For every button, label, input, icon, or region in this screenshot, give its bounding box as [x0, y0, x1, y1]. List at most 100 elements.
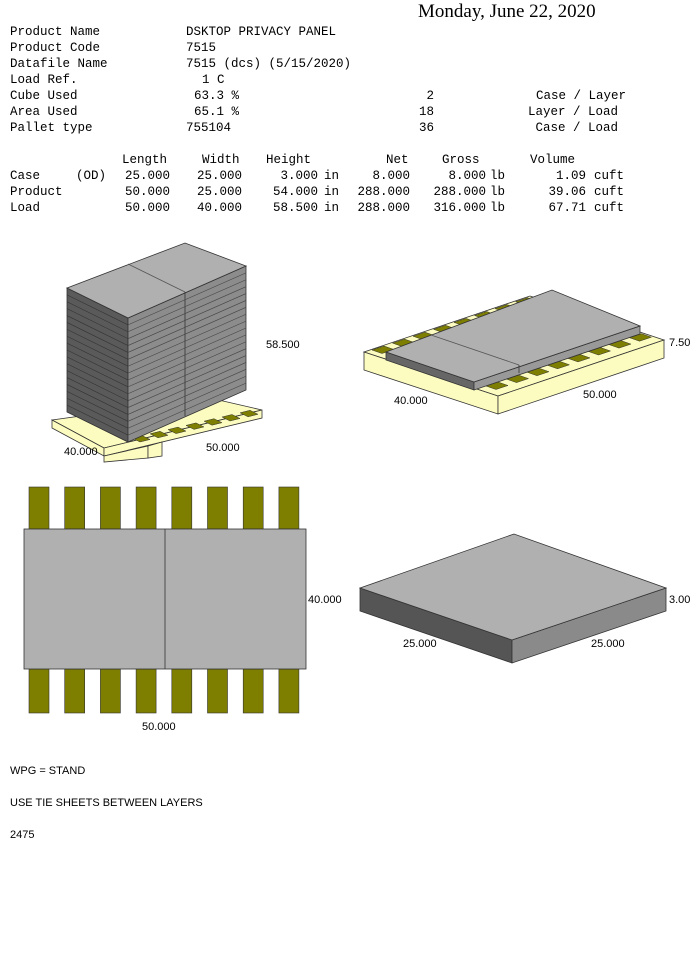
stack-layer-line	[127, 327, 247, 381]
stack-layer-line	[127, 355, 247, 408]
note-tie-sheets: USE TIE SHEETS BETWEEN LAYERS	[10, 797, 203, 809]
stack-layer-line	[66, 329, 129, 360]
cell-height: 3.000	[280, 169, 318, 183]
stack-layer-line	[127, 272, 247, 326]
label-pallet-type: Pallet type	[10, 121, 93, 135]
stack-layer-line	[127, 320, 247, 374]
stack-layer-line	[127, 348, 247, 401]
cell-height-unit: in	[324, 169, 340, 183]
layer-height-label: 7.50	[669, 337, 690, 349]
value-load-ref: 1 C	[202, 73, 225, 87]
stack-layer-line	[66, 342, 129, 374]
layer-width-label: 50.000	[583, 389, 617, 401]
cell-volume: 67.71	[548, 201, 586, 215]
stack-pallet-slats	[131, 410, 259, 443]
stack-layer-line	[66, 377, 129, 408]
header-width: Width	[202, 153, 240, 167]
cell-net: 288.000	[357, 201, 410, 215]
case-height-label: 3.00	[669, 594, 690, 606]
stack-layer-lines	[66, 272, 247, 436]
stack-slat	[221, 414, 241, 422]
cell-gross: 316.000	[433, 201, 486, 215]
stack-layer-line	[127, 382, 247, 436]
cell-width: 25.000	[196, 169, 242, 183]
stack-layer-line	[127, 369, 247, 422]
count-layer-load: 18	[418, 105, 434, 119]
stack-layer-line	[66, 370, 129, 401]
value-pallet-type: 755104	[186, 121, 232, 135]
stack-layer-line	[127, 307, 247, 360]
value-product-name: DSKTOP PRIVACY PANEL	[186, 25, 337, 39]
layer-boxes	[384, 289, 642, 391]
stack-layer-line	[66, 391, 129, 422]
label-product-code: Product Code	[10, 41, 101, 55]
note-code: 2475	[10, 829, 35, 841]
case-box	[358, 533, 668, 664]
count-case-layer: 2	[426, 89, 434, 103]
cell-gross: 288.000	[433, 185, 486, 199]
value-cube-used: 63.3 %	[194, 89, 240, 103]
report-date: Monday, June 22, 2020	[418, 1, 596, 22]
label-load-ref: Load Ref.	[10, 73, 78, 87]
cell-width: 25.000	[196, 185, 242, 199]
label-area-used: Area Used	[10, 105, 78, 119]
stack-layer-line	[66, 335, 129, 367]
row-tag: (OD)	[76, 169, 107, 183]
stack-layer-line	[66, 349, 129, 381]
cell-volume-unit: cuft	[594, 169, 625, 183]
cell-net: 288.000	[357, 185, 410, 199]
note-wpg: WPG = STAND	[10, 765, 86, 777]
cell-net: 8.000	[372, 169, 410, 183]
value-datafile-name: 7515 (dcs) (5/15/2020)	[186, 57, 352, 71]
top-depth-label: 40.000	[308, 594, 342, 606]
cell-weight-unit: lb	[490, 185, 506, 199]
cell-height: 58.500	[272, 201, 318, 215]
stack-layer-line	[66, 404, 129, 436]
top-view-slats	[28, 486, 300, 714]
stack-layer-line	[127, 362, 247, 415]
header-volume: Volume	[530, 153, 576, 167]
stack-layer-line	[66, 301, 129, 333]
stack-layer-line	[66, 356, 129, 388]
stack-layer-line	[66, 397, 129, 429]
stack-depth-label: 40.000	[64, 446, 98, 458]
layer-depth-label: 40.000	[394, 395, 428, 407]
case-width-label: 25.000	[403, 638, 437, 650]
stack-layer-line	[66, 322, 129, 353]
cell-length: 50.000	[124, 185, 170, 199]
row-name: Case	[10, 169, 41, 183]
case-length-label: 25.000	[591, 638, 625, 650]
cell-weight-unit: lb	[490, 169, 506, 183]
stack-layer-line	[127, 334, 247, 388]
cell-length: 50.000	[124, 201, 170, 215]
top-width-label: 50.000	[142, 721, 176, 733]
stack-slat	[167, 426, 187, 434]
cell-gross: 8.000	[448, 169, 486, 183]
stack-width-label: 50.000	[206, 442, 240, 454]
stack-slat	[239, 410, 259, 418]
label-datafile-name: Datafile Name	[10, 57, 108, 71]
cell-volume-unit: cuft	[594, 201, 625, 215]
cell-length: 25.000	[124, 169, 170, 183]
stack-layer-line	[127, 375, 247, 429]
unit-layer-load: Layer / Load	[527, 105, 618, 119]
count-case-load: 36	[418, 121, 434, 135]
stack-layer-line	[127, 313, 247, 367]
stack-slat	[149, 431, 169, 439]
cell-weight-unit: lb	[490, 201, 506, 215]
stack-layer-line	[66, 308, 129, 339]
header-net: Net	[386, 153, 409, 167]
cell-height-unit: in	[324, 201, 340, 215]
stack-layer-line	[127, 279, 247, 333]
stack-height-label: 58.500	[266, 339, 300, 351]
stack-layer-line	[127, 300, 247, 353]
stack-layer-line	[66, 363, 129, 395]
cell-volume: 39.06	[548, 185, 586, 199]
stack-layer-line	[127, 341, 247, 395]
label-product-name: Product Name	[10, 25, 101, 39]
stack-layer-line	[127, 293, 247, 346]
